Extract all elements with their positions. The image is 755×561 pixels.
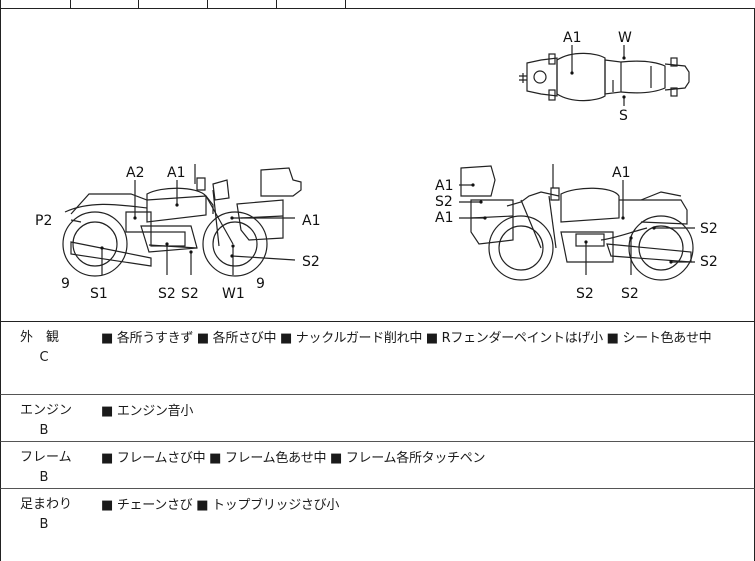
section-notes: ■ エンジン音小 — [101, 404, 194, 419]
damage-markers — [100, 56, 673, 264]
section-grade: C — [39, 350, 49, 365]
label-right-a1-bag: A1 — [435, 210, 453, 226]
section-frame: フレーム B ■ フレームさび中 ■ フレーム色あせ中 ■ フレーム各所タッチペ… — [0, 442, 755, 489]
table-cell — [0, 0, 1, 8]
leader-lines — [70, 45, 695, 275]
label-top-s: S — [619, 108, 628, 124]
section-notes: ■ フレームさび中 ■ フレーム色あせ中 ■ フレーム各所タッチペン — [101, 451, 486, 466]
label-left-s2-a: S2 — [158, 286, 176, 302]
table-cell — [345, 0, 346, 8]
section-label: フレーム — [20, 450, 72, 465]
label-left-p2: P2 — [35, 213, 52, 229]
label-top-a1: A1 — [563, 30, 581, 46]
table-cell — [138, 0, 139, 8]
label-right-s2-a: S2 — [576, 286, 594, 302]
label-top-w: W — [618, 30, 632, 46]
table-cell — [207, 0, 208, 8]
damage-diagram: A1 W S A2 A1 P2 A1 S2 9 S1 S2 S2 W1 9 A1… — [0, 9, 755, 322]
label-left-s1: S1 — [90, 286, 108, 302]
motorcycle-left-side-view — [62, 164, 302, 277]
motorcycle-top-view — [519, 52, 690, 102]
label-left-9-rear: 9 — [61, 276, 70, 292]
motorcycle-right-side-view — [460, 164, 694, 281]
diagram-labels: A1 W S A2 A1 P2 A1 S2 9 S1 S2 S2 W1 9 A1… — [35, 30, 718, 302]
motorcycle-diagram-svg: A1 W S A2 A1 P2 A1 S2 9 S1 S2 S2 W1 9 A1… — [35, 30, 718, 302]
label-left-a1-bag: A1 — [302, 213, 320, 229]
section-grade: B — [39, 423, 49, 438]
label-left-s2-fork: S2 — [302, 254, 320, 270]
section-grade: B — [39, 517, 49, 532]
section-label: 足まわり — [20, 497, 73, 512]
label-right-s2-bag: S2 — [435, 194, 453, 210]
label-right-s2-b: S2 — [621, 286, 639, 302]
label-left-a1-tank: A1 — [167, 165, 185, 181]
label-left-9-front: 9 — [256, 276, 265, 292]
section-suspension: 足まわり B ■ チェーンさび ■ トップブリッジさび小 — [0, 489, 755, 561]
top-table-edge — [0, 0, 755, 9]
section-grade: B — [39, 470, 49, 485]
label-right-a1-tank: A1 — [612, 165, 630, 181]
section-notes: ■ 各所うすきず ■ 各所さび中 ■ ナックルガード削れ中 ■ Rフェンダーペイ… — [101, 331, 712, 346]
table-cell — [70, 0, 71, 8]
table-cell — [276, 0, 277, 8]
label-right-s2-lower: S2 — [700, 254, 718, 270]
section-label: エンジン — [20, 403, 73, 418]
label-right-a1-top: A1 — [435, 178, 453, 194]
label-left-s2-b: S2 — [181, 286, 199, 302]
section-exterior: 外 観 C ■ 各所うすきず ■ 各所さび中 ■ ナックルガード削れ中 ■ Rフ… — [0, 322, 755, 395]
label-left-a2: A2 — [126, 165, 144, 181]
label-right-s2-upper: S2 — [700, 221, 718, 237]
section-notes: ■ チェーンさび ■ トップブリッジさび小 — [101, 498, 340, 513]
section-label: 外 観 — [20, 330, 60, 345]
section-engine: エンジン B ■ エンジン音小 — [0, 395, 755, 442]
label-left-w1: W1 — [222, 286, 245, 302]
